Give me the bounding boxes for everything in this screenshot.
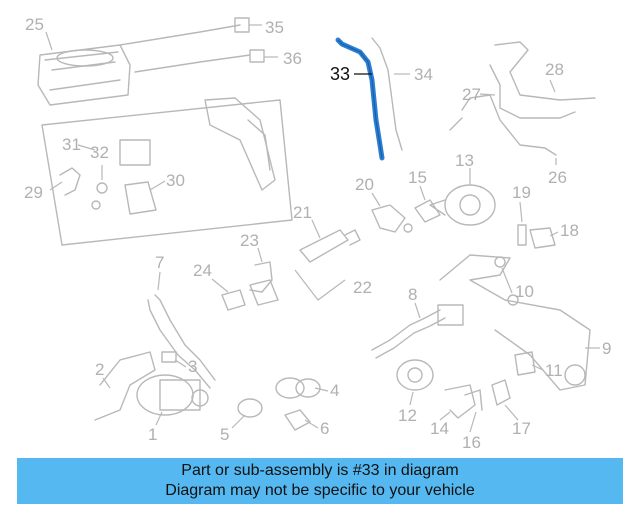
callout-34: 34 — [414, 65, 433, 84]
callout-17: 17 — [512, 419, 531, 438]
part-35-sensor — [119, 17, 262, 46]
callout-4: 4 — [330, 381, 339, 400]
banner-line-1: Part or sub-assembly is #33 in diagram — [181, 462, 459, 479]
callout-19: 19 — [512, 183, 531, 202]
callout-21: 21 — [293, 203, 312, 222]
part-19-bolt — [517, 224, 527, 246]
part-2-bracket — [94, 351, 156, 421]
callout-11: 11 — [545, 361, 563, 380]
callout-25: 25 — [25, 15, 44, 34]
part-1-pump — [136, 374, 209, 416]
callout-3: 3 — [188, 357, 197, 376]
leader-lines — [45, 31, 559, 433]
callout-6: 6 — [320, 419, 329, 438]
info-banner: Part or sub-assembly is #33 in diagram D… — [17, 458, 623, 504]
part-5-fitting — [237, 398, 263, 418]
part-4-coupler — [275, 377, 321, 399]
parts-diagram: 25 35 36 33 34 28 27 31 32 29 30 13 26 2… — [24, 15, 611, 452]
part-7-pipe — [147, 294, 216, 389]
callout-23: 23 — [240, 231, 259, 250]
part-11-gasket — [514, 351, 586, 386]
part-8-hose — [371, 304, 464, 359]
callout-13: 13 — [455, 151, 474, 170]
callout-14: 14 — [430, 419, 449, 438]
part-17-gasket — [491, 379, 511, 406]
part-13-valve — [429, 184, 496, 226]
callout-9: 9 — [602, 339, 611, 358]
callout-30: 30 — [166, 171, 185, 190]
callout-27: 27 — [462, 85, 481, 104]
callout-18: 18 — [560, 221, 579, 240]
callout-26: 26 — [548, 168, 567, 187]
callout-10: 10 — [515, 282, 534, 301]
assembly-panel-29 — [41, 97, 293, 246]
part-27-pipe — [449, 41, 596, 156]
part-33-hose — [335, 37, 385, 161]
part-18-flange — [529, 227, 556, 249]
part-22-bracket-lines — [294, 269, 346, 301]
callout-32: 32 — [90, 143, 109, 162]
callout-5: 5 — [220, 425, 229, 444]
callout-24: 24 — [193, 261, 212, 280]
callout-2: 2 — [95, 360, 104, 379]
part-6-clip — [284, 409, 311, 431]
part-34-pipe — [371, 37, 410, 151]
callout-22: 22 — [353, 278, 372, 297]
part-16-pipe — [464, 389, 483, 411]
part-25-housing — [37, 44, 131, 106]
part-15-gasket — [414, 199, 441, 223]
callout-8: 8 — [408, 285, 417, 304]
callout-33: 33 — [330, 64, 350, 84]
banner-line-2: Diagram may not be specific to your vehi… — [165, 482, 475, 499]
callout-36: 36 — [283, 49, 302, 68]
part-12-valve — [396, 359, 434, 391]
callout-16: 16 — [462, 433, 481, 452]
part-14-fitting — [444, 384, 476, 419]
callout-28: 28 — [545, 60, 564, 79]
part-3-bolt — [161, 351, 177, 363]
callout-12: 12 — [398, 406, 417, 425]
part-9-pipe — [439, 254, 600, 391]
part-20-fitting — [371, 204, 413, 233]
callout-20: 20 — [355, 175, 374, 194]
part-24-gasket — [221, 279, 279, 311]
callout-7: 7 — [155, 253, 164, 272]
callout-31: 31 — [62, 135, 81, 154]
part-33-hose-line — [335, 37, 385, 161]
part-10-clip — [494, 256, 519, 306]
part-23-elbow — [249, 261, 273, 293]
part-21-hose — [299, 229, 361, 263]
callout-35: 35 — [265, 18, 284, 37]
callout-15: 15 — [408, 168, 427, 187]
callout-29: 29 — [24, 183, 43, 202]
callout-labels: 25 35 36 33 34 28 27 31 32 29 30 13 26 2… — [24, 15, 611, 452]
part-36-sensor — [134, 49, 278, 73]
callout-1: 1 — [148, 425, 157, 444]
